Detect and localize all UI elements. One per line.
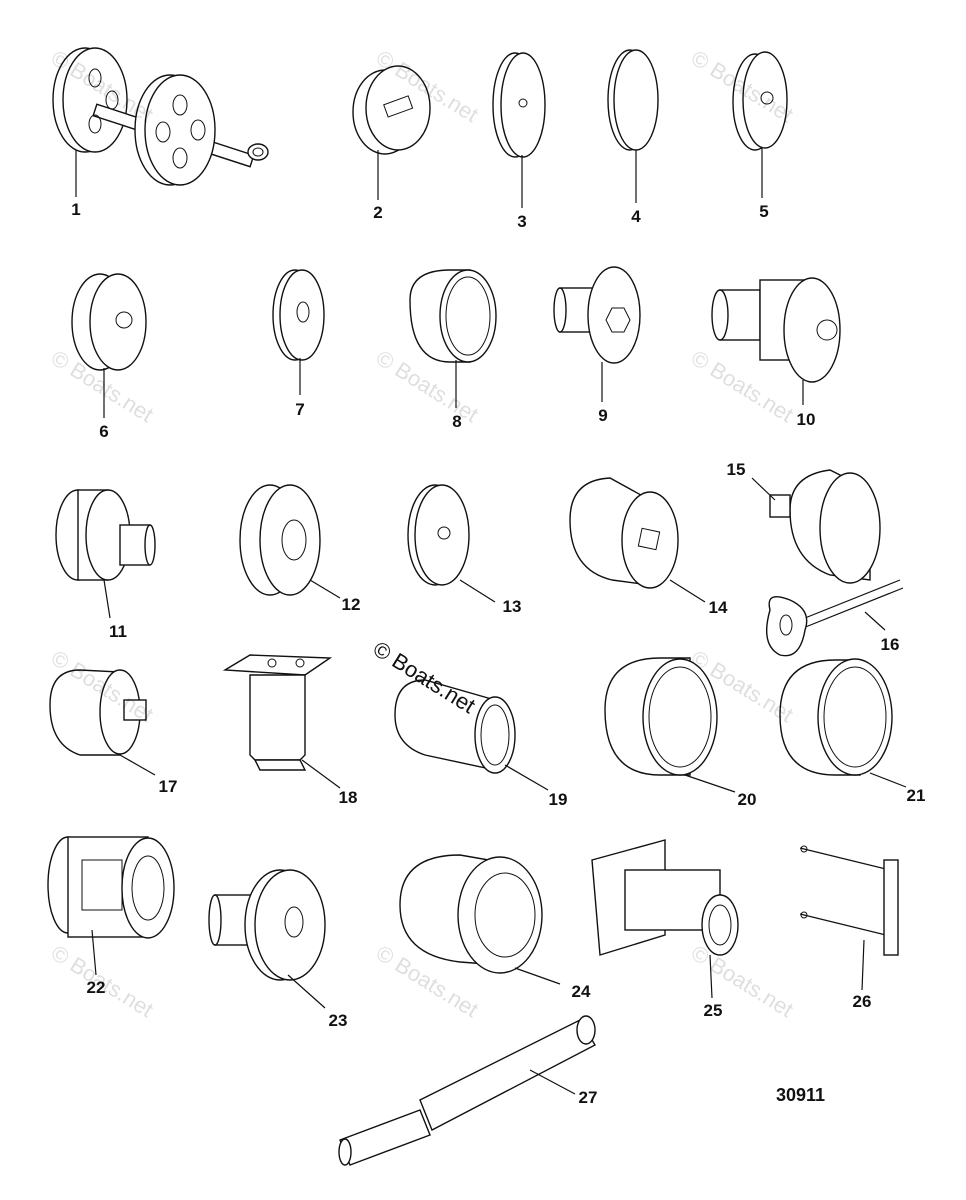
- part-7-drawing: [272, 269, 325, 361]
- callout-13: 13: [502, 597, 522, 616]
- callout-24: 24: [571, 982, 591, 1001]
- leader-lines: [75, 148, 907, 1095]
- callout-21: 21: [906, 786, 926, 805]
- callout-1: 1: [71, 200, 81, 219]
- part-20-drawing: [604, 657, 718, 776]
- part-15-drawing: [769, 469, 881, 584]
- part-18-drawing: [222, 654, 333, 771]
- callout-2: 2: [373, 203, 383, 222]
- part-21-drawing: [779, 658, 893, 776]
- part-1-drawing: [52, 47, 269, 186]
- part-12-drawing: [239, 484, 321, 596]
- callout-22: 22: [86, 978, 106, 997]
- callout-27: 27: [578, 1088, 598, 1107]
- callout-10: 10: [796, 410, 816, 429]
- callout-9: 9: [598, 406, 608, 425]
- part-6-drawing: [71, 273, 147, 371]
- callout-19: 19: [548, 790, 568, 809]
- callout-7: 7: [295, 400, 305, 419]
- callout-17: 17: [158, 777, 178, 796]
- callout-4: 4: [631, 207, 641, 226]
- part-14-drawing: [569, 477, 679, 589]
- drawing-code: 30911: [776, 1085, 826, 1105]
- callout-11: 11: [109, 622, 127, 641]
- part-17-drawing: [49, 669, 147, 756]
- part-27-drawing: [338, 1015, 596, 1166]
- part-13-drawing: [407, 484, 470, 586]
- part-9-drawing: [553, 266, 641, 364]
- part-23-drawing: [208, 869, 326, 981]
- part-5-drawing: [732, 51, 788, 151]
- part-11-drawing: [55, 489, 156, 581]
- part-8-drawing: [409, 269, 497, 363]
- callout-26: 26: [852, 992, 872, 1011]
- callout-3: 3: [517, 212, 527, 231]
- part-24-drawing: [399, 854, 543, 974]
- part-2-drawing: [352, 65, 431, 155]
- callout-15: 15: [726, 460, 746, 479]
- callout-20: 20: [737, 790, 757, 809]
- callout-25: 25: [703, 1001, 723, 1020]
- callout-5: 5: [759, 202, 769, 221]
- part-22-drawing: [47, 836, 175, 939]
- callout-14: 14: [708, 598, 728, 617]
- part-4-drawing: [607, 49, 659, 151]
- part-26-drawing: [799, 845, 899, 956]
- callout-6: 6: [99, 422, 109, 441]
- part-16-drawing: [766, 579, 904, 657]
- callout-18: 18: [338, 788, 358, 807]
- part-10-drawing: [711, 277, 841, 383]
- callout-16: 16: [880, 635, 900, 654]
- callout-12: 12: [341, 595, 361, 614]
- part-25-drawing: [591, 839, 739, 956]
- part-3-drawing: [492, 52, 546, 158]
- part-19-drawing: [394, 679, 516, 774]
- callout-8: 8: [452, 412, 462, 431]
- callout-23: 23: [328, 1011, 348, 1030]
